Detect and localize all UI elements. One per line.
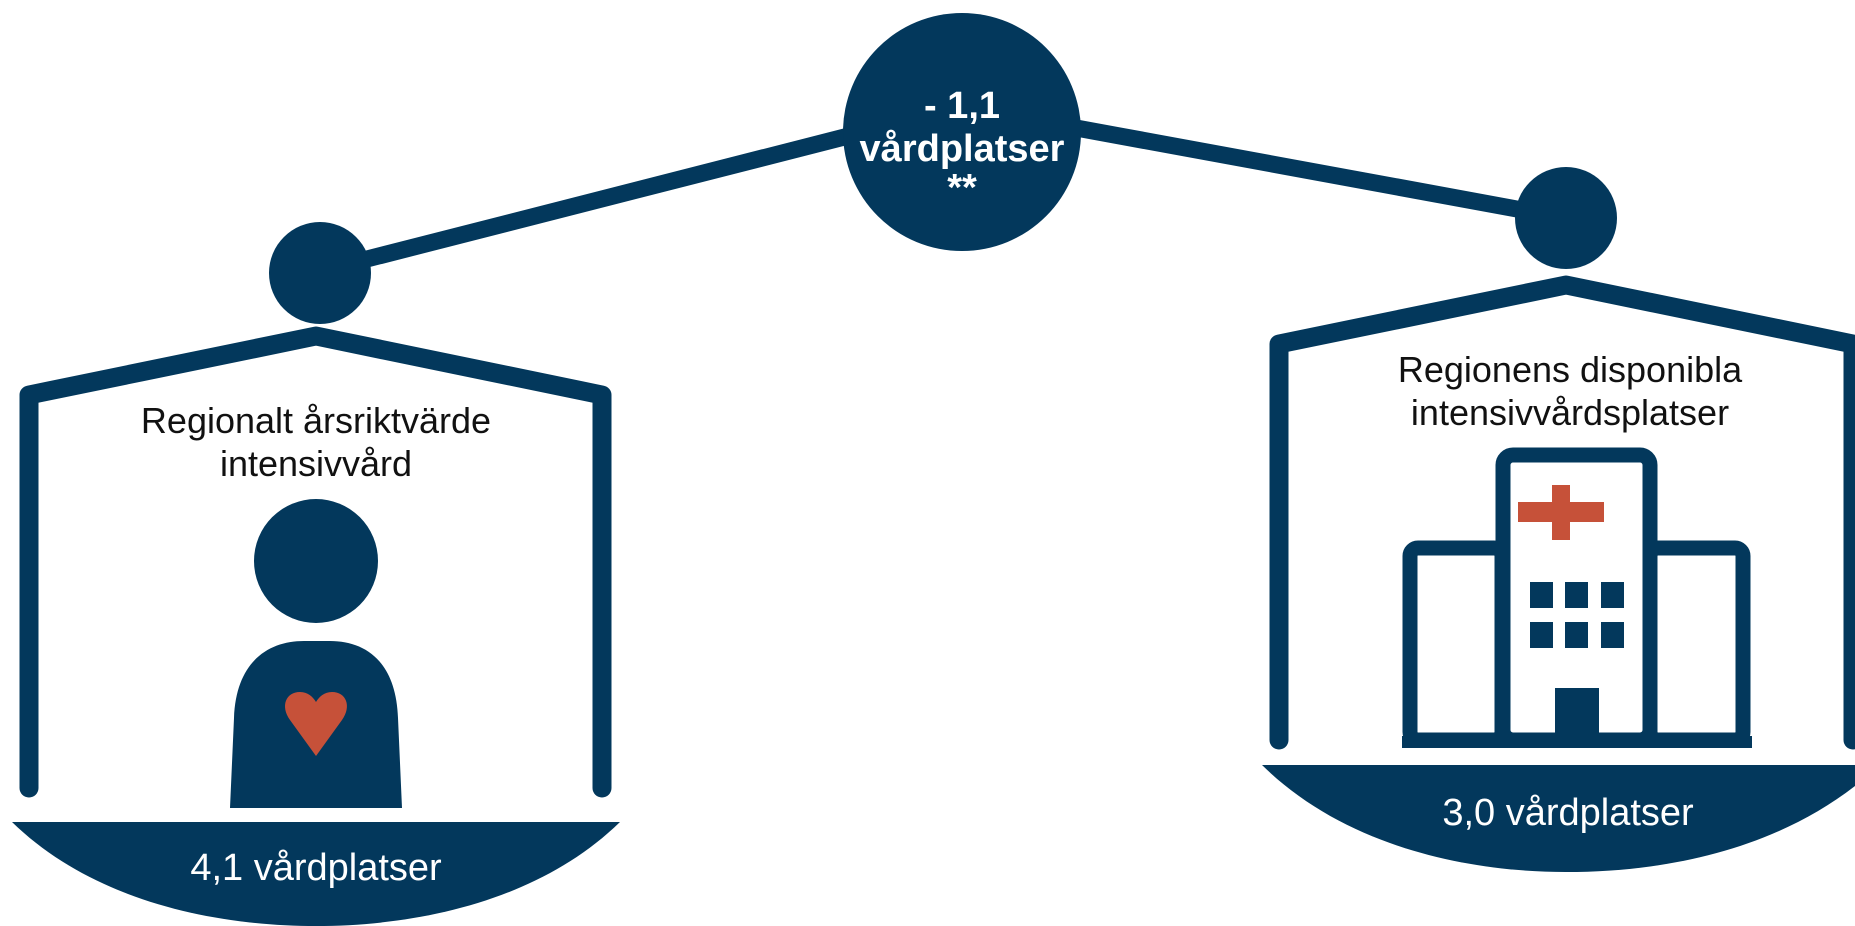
left-pan-title-line2: intensivvård	[220, 443, 412, 484]
left-hanger-frame	[19, 326, 612, 798]
right-pivot-knob	[1515, 167, 1617, 269]
right-pan-value: 3,0 vårdplatser	[1442, 792, 1694, 834]
left-pan-bowl	[12, 822, 620, 926]
person-head	[254, 499, 378, 623]
medical-cross-icon	[1518, 485, 1604, 540]
right-hanger-frame	[1269, 275, 1855, 750]
left-pivot-knob	[269, 222, 371, 324]
hospital-building-icon	[1402, 447, 1752, 748]
hospital-door	[1555, 688, 1599, 740]
heart-icon	[285, 692, 347, 756]
left-pan-value: 4,1 vårdplatser	[190, 847, 442, 889]
hospital-right-wing	[1642, 540, 1751, 748]
right-pan-title-line2: intensivvårdsplatser	[1411, 392, 1729, 433]
difference-footnote-marker: **	[947, 167, 977, 209]
difference-value: - 1,1	[924, 85, 1000, 127]
right-pan-bowl	[1262, 765, 1855, 872]
hospital-left-wing	[1402, 540, 1510, 748]
hospital-windows	[1530, 582, 1624, 648]
person-with-heart-icon	[230, 499, 402, 808]
difference-circle	[843, 13, 1081, 251]
right-pan-title-line1: Regionens disponibla	[1398, 349, 1743, 390]
difference-unit: vårdplatser	[860, 128, 1065, 170]
left-pan-title-line1: Regionalt årsriktvärde	[141, 400, 491, 441]
